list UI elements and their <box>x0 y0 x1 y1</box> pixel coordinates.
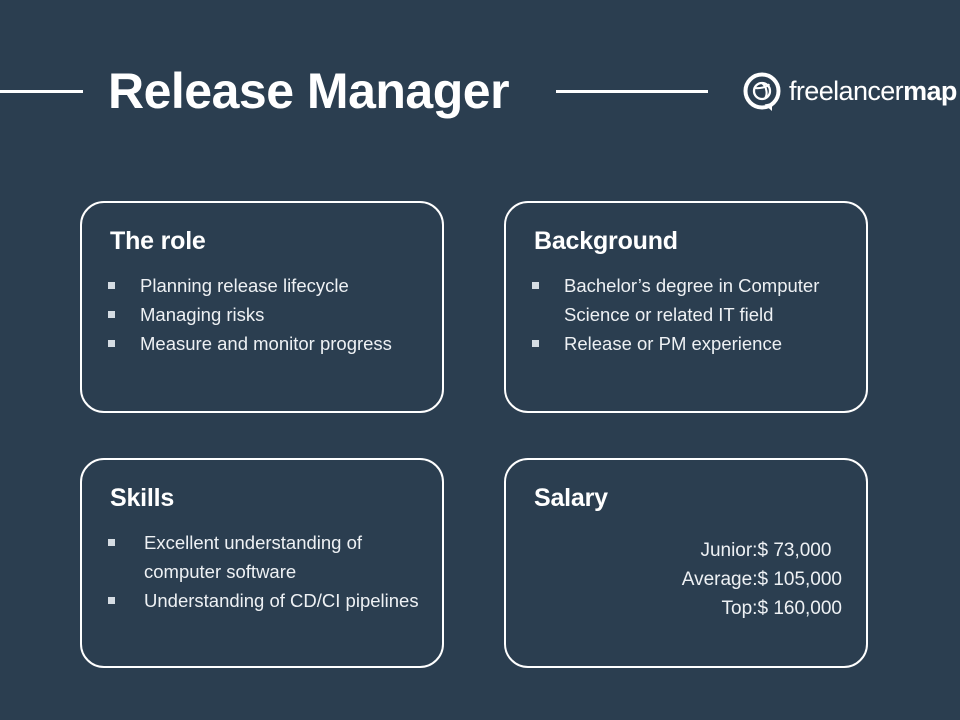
bullet-list-background: Bachelor’s degree in Computer Science or… <box>506 271 866 358</box>
salary-table: Junior: $ 73,000 Average: $ 105,000 Top:… <box>682 536 842 623</box>
card-title-salary: Salary <box>534 484 608 512</box>
card-skills: Skills Excellent understanding of comput… <box>80 458 444 668</box>
salary-value-average: $ 105,000 <box>757 569 842 590</box>
card-salary: Salary Junior: $ 73,000 Average: $ 105,0… <box>504 458 868 668</box>
freelancermap-globe-icon <box>743 72 781 111</box>
card-the-role: The role Planning release lifecycle Mana… <box>80 201 444 413</box>
table-row: Junior: $ 73,000 <box>682 536 842 565</box>
logo-wordmark: freelancermap <box>789 75 957 107</box>
title-rule-left <box>0 90 83 93</box>
card-background: Background Bachelor’s degree in Computer… <box>504 201 868 413</box>
list-item: Measure and monitor progress <box>107 329 424 358</box>
freelancermap-logo[interactable]: freelancermap <box>742 69 957 113</box>
table-row: Top: $ 160,000 <box>682 594 842 623</box>
title-rule-right <box>556 90 708 93</box>
list-item: Excellent understanding of computer soft… <box>107 528 424 586</box>
list-item: Release or PM experience <box>531 329 848 358</box>
list-item: Managing risks <box>107 300 424 329</box>
salary-label-junior: Junior: <box>700 540 758 561</box>
logo-text-bold: map <box>903 76 957 106</box>
salary-label-top: Top: <box>721 598 758 619</box>
bullet-list-skills: Excellent understanding of computer soft… <box>82 528 442 615</box>
bullet-list-the-role: Planning release lifecycle Managing risk… <box>82 271 442 358</box>
logo-text-light: freelancer <box>789 76 904 106</box>
page-header: Release Manager freelancermap <box>0 0 960 170</box>
salary-label-average: Average: <box>681 569 758 590</box>
salary-value-top: $ 160,000 <box>757 598 842 619</box>
list-item: Understanding of CD/CI pipelines <box>107 586 424 615</box>
card-title-the-role: The role <box>110 227 206 255</box>
list-item: Bachelor’s degree in Computer Science or… <box>531 271 848 329</box>
page-title: Release Manager <box>108 63 510 119</box>
table-row: Average: $ 105,000 <box>682 565 842 594</box>
card-title-skills: Skills <box>110 484 175 512</box>
list-item: Planning release lifecycle <box>107 271 424 300</box>
card-title-background: Background <box>534 227 678 255</box>
salary-value-junior: $ 73,000 <box>757 540 832 561</box>
